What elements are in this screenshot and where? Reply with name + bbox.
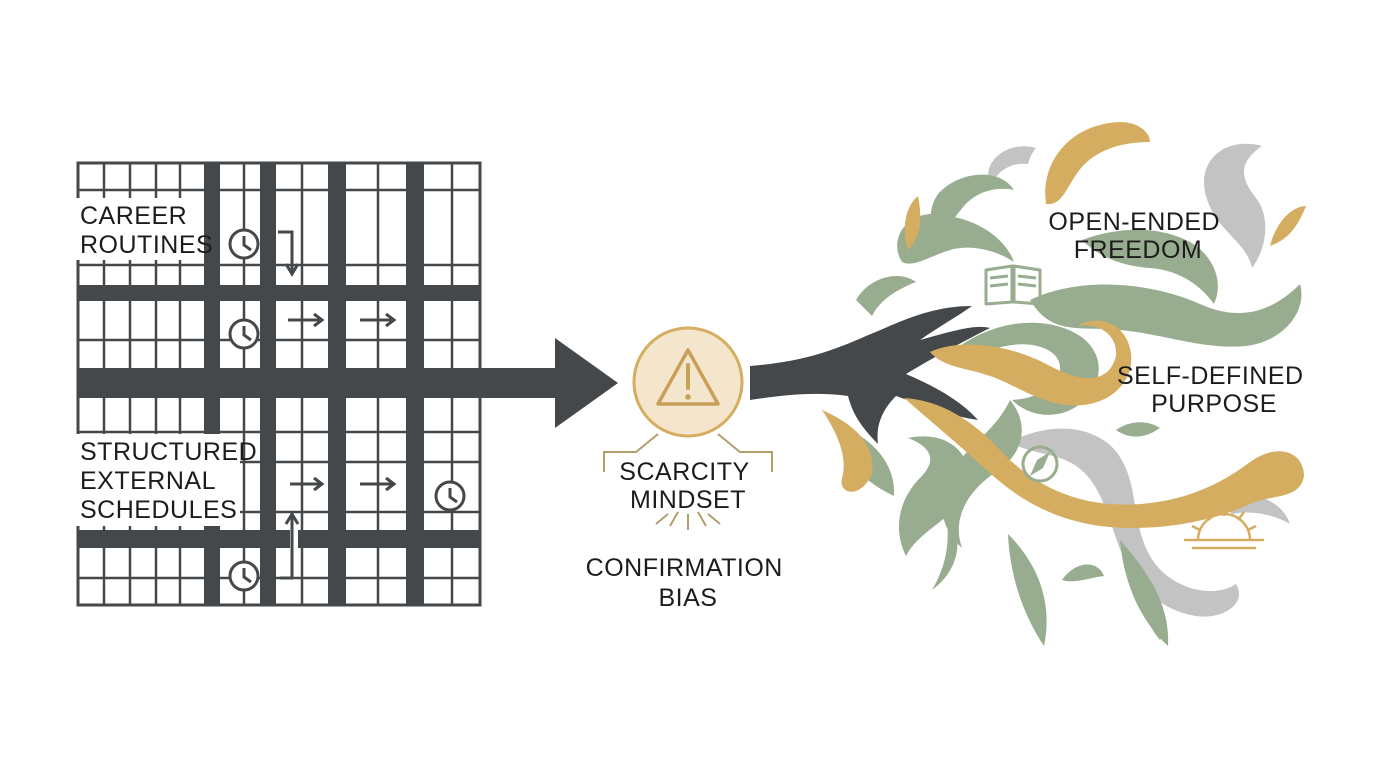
open-ended-freedom-label: OPEN-ENDED FREEDOM — [1048, 208, 1227, 264]
career-label-bg — [76, 198, 204, 260]
compass-icon — [1021, 445, 1059, 483]
sunrise-icon — [1184, 506, 1264, 550]
structured-external-schedules-label: STRUCTURED EXTERNAL SCHEDULES — [80, 438, 265, 524]
arrow-up-icon — [280, 516, 294, 580]
dark-branch — [750, 306, 990, 444]
arrow-down-icon — [278, 230, 294, 272]
structured-label-bg — [76, 434, 240, 526]
main-arrow — [78, 338, 618, 428]
grid-arrows — [278, 230, 397, 580]
warning-triangle-icon — [656, 348, 720, 406]
open-book-icon — [984, 264, 1042, 306]
grid-thick-rows — [78, 285, 480, 548]
warning-node: SCARCITY MINDSET CONFIRMATION BIAS — [586, 326, 791, 612]
warning-bracket — [603, 433, 773, 530]
self-defined-purpose-label: SELF-DEFINED PURPOSE — [1117, 362, 1311, 418]
freedom-swirls: OPEN-ENDED FREEDOM SELF-DEFINED PURPOSE — [750, 122, 1311, 646]
confirmation-bias-label: CONFIRMATION BIAS — [586, 554, 791, 612]
clock-icon — [228, 560, 260, 592]
scarcity-mindset-label: SCARCITY MINDSET — [619, 458, 756, 514]
clock-icon — [228, 318, 260, 350]
career-routines-label: CAREER ROUTINES — [80, 202, 213, 259]
clock-icon — [434, 480, 466, 512]
clock-icon — [228, 228, 260, 260]
